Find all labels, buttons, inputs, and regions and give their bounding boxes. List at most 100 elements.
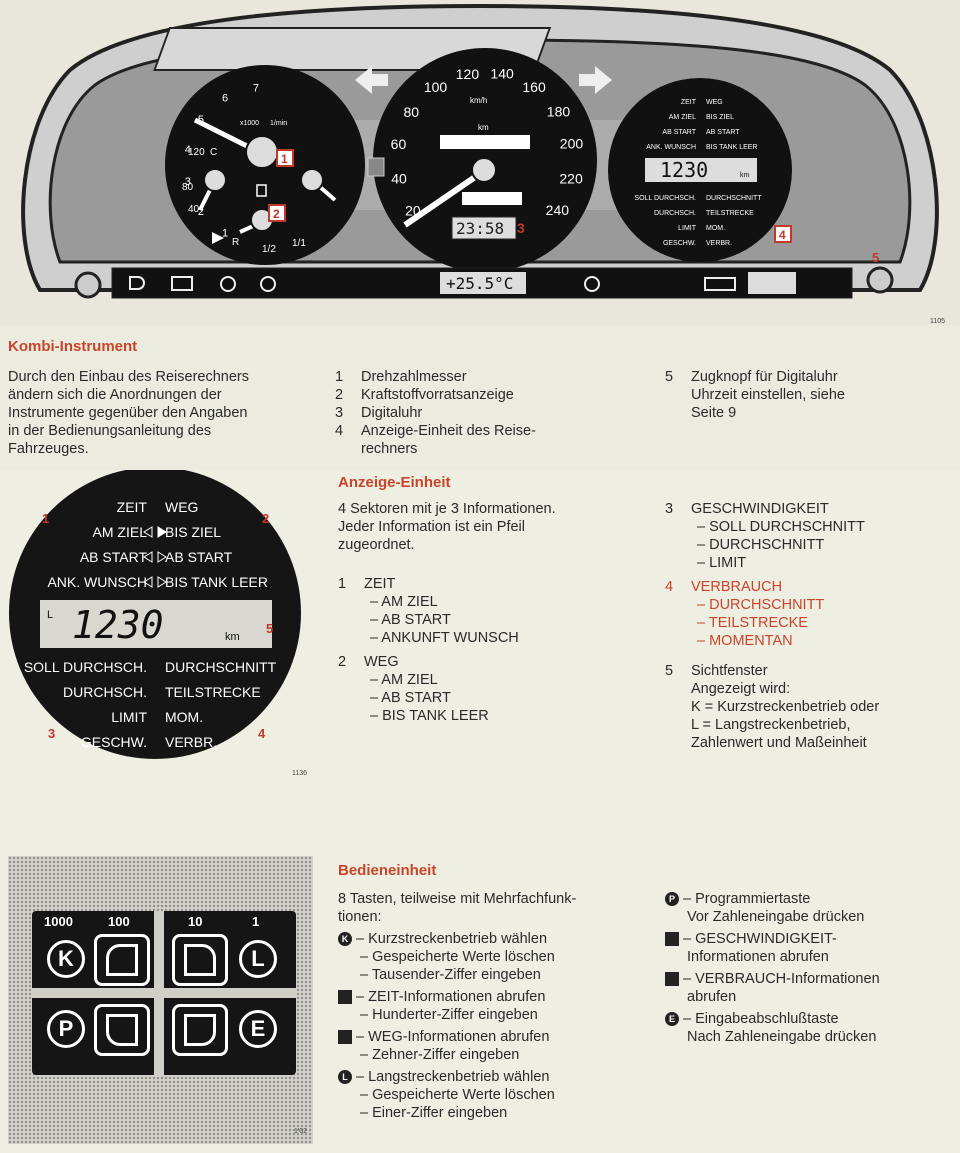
anzeige-group-spacer: [338, 725, 638, 731]
anzeige-group-sub: – AB START: [370, 612, 451, 628]
comp-right-bot-2: MOM.: [706, 225, 725, 232]
bedien-item-l: L– Langstreckenbetrieb wählen– Gespeiche…: [338, 1068, 648, 1122]
kombi-item-5-row: Uhrzeit einstellen, siehe: [665, 386, 955, 404]
callout-5: 5: [872, 250, 879, 265]
anzeige-group-sub: – LIMIT: [697, 555, 747, 571]
anzeige-intro-line: 4 Sektoren mit je 3 Informationen.: [338, 501, 556, 517]
bedien-item-text: abrufen: [687, 989, 737, 1005]
bedien-item-text: Nach Zahleneingabe drücken: [687, 1029, 877, 1045]
big-left-bot-1: DURCHSCH.: [63, 684, 147, 700]
anzeige-title: Anzeige-Einheit: [338, 474, 451, 491]
anzeige-group-number: 1: [338, 576, 347, 592]
comp-left-top-3: ANK. WUNSCH: [646, 144, 696, 151]
hatched-zone: [367, 157, 385, 177]
key-l[interactable]: L: [230, 934, 286, 984]
anzeige-intro-line: Jeder Information ist ein Pfeil: [338, 519, 525, 535]
bedien-item-row: – GESCHWINDIGKEIT-: [665, 930, 955, 948]
arrow-left-icon: [143, 526, 153, 538]
bedien-item-text: – Eingabeabschlußtaste: [683, 1011, 839, 1027]
speed-tick-160: 160: [522, 79, 546, 95]
speed-tick-120: 120: [456, 66, 480, 82]
bedien-item-text: Vor Zahleneingabe drücken: [687, 909, 865, 925]
big-left-bot-3: GESCHW.: [81, 734, 147, 750]
kombi-item-2-number: 2: [335, 387, 344, 403]
key-p-label: P: [47, 1010, 85, 1048]
clock-knob[interactable]: [866, 266, 894, 294]
callout-1: 1: [281, 152, 288, 166]
kombi-intro-line: ändern sich die Anordnungen der: [8, 387, 222, 403]
bedien-item-row: – ZEIT-Informationen abrufen: [338, 988, 648, 1006]
arrow-right-icon: [157, 526, 167, 538]
big-left-top-0: ZEIT: [117, 499, 148, 515]
comp-left-bot-1: DURCHSCH.: [654, 210, 696, 217]
bedien-item-text: – ZEIT-Informationen abrufen: [356, 989, 546, 1005]
big-right-top-2: AB START: [165, 549, 233, 565]
bedien-item-row: – Gespeicherte Werte löschen: [338, 1086, 648, 1104]
anzeige-group-sub: – BIS TANK LEER: [370, 708, 489, 724]
big-right-bot-2: MOM.: [165, 709, 203, 725]
big-left-top-2: AB START: [80, 549, 148, 565]
computer-display: [645, 158, 757, 182]
comp-right-top-3: BIS TANK LEER: [706, 144, 757, 151]
key-e[interactable]: E: [230, 1004, 286, 1054]
temp-unit: C: [210, 147, 217, 158]
bedien-title: Bedieneinheit: [338, 862, 437, 879]
big-left-top-1: AM ZIEL: [93, 524, 148, 540]
figure-number-1136: 1136: [292, 770, 307, 777]
big-left-bot-2: LIMIT: [111, 709, 147, 725]
weg-icon: [338, 1030, 352, 1045]
kombi-item-3-number: 3: [335, 405, 344, 421]
speed-tick-100: 100: [424, 79, 448, 95]
key-geschw[interactable]: [94, 1004, 150, 1056]
bedien-item-text: – GESCHWINDIGKEIT-: [683, 931, 837, 947]
trip-odometer: [462, 192, 522, 205]
speed-tick-80: 80: [403, 104, 419, 120]
key-verbr[interactable]: [172, 1004, 228, 1056]
keypad-figure: 1000 100 10 1 K L P E 1'02: [8, 856, 313, 1144]
bedien-item-row: Vor Zahleneingabe drücken: [665, 908, 955, 926]
tacho-tick-2: 2: [198, 206, 204, 218]
anzeige-group-sub: – AM ZIEL: [370, 594, 438, 610]
verbr-icon: [184, 1014, 216, 1046]
comp-left-bot-0: SOLL DURCHSCH.: [634, 195, 696, 202]
key-weg[interactable]: [172, 934, 228, 986]
comp-left-bot-3: GESCHW.: [663, 240, 696, 247]
bedien-item-text: – WEG-Informationen abrufen: [356, 1029, 550, 1045]
bedien-item-text: – Zehner-Ziffer eingeben: [360, 1047, 520, 1063]
clock-value: 23:58: [456, 219, 504, 238]
comp-right-top-2: AB START: [706, 129, 740, 136]
callout-4-box: [774, 225, 792, 243]
key-zeit[interactable]: [94, 934, 150, 986]
weg-icon: [184, 944, 216, 976]
bedien-item-text: – Hunderter-Ziffer eingeben: [360, 1007, 538, 1023]
comp-right-bot-3: VERBR.: [706, 240, 732, 247]
anzeige-group-sub: – TEILSTRECKE: [697, 615, 808, 631]
engine-icon: [704, 277, 736, 291]
bedien-item-text: – Langstreckenbetrieb wählen: [356, 1069, 550, 1085]
bedien-item-row: – VERBRAUCH-Informationen: [665, 970, 955, 988]
anzeige-group-sub: – DURCHSCHNITT: [697, 537, 825, 553]
kombi-intro-line: Instrumente gegenüber den Angaben: [8, 405, 248, 421]
bedien-item-row: K– Kurzstreckenbetrieb wählen: [338, 930, 648, 948]
anzeige-group-label: VERBRAUCH: [691, 579, 783, 595]
arrow-right-icon: [157, 576, 167, 588]
left-knob[interactable]: [74, 271, 102, 299]
arrow-left-icon: [143, 551, 153, 563]
zeit-icon: [338, 990, 352, 1005]
bedien-item-k: K– Kurzstreckenbetrieb wählen– Gespeiche…: [338, 930, 648, 984]
key-k[interactable]: K: [38, 934, 94, 984]
comp-left-top-1: AM ZIEL: [669, 114, 696, 121]
key-p[interactable]: P: [38, 1004, 94, 1054]
figure-number-1105: 1105: [930, 318, 945, 325]
bedien-item-text: Informationen abrufen: [687, 949, 829, 965]
bedien-intro-line: 8 Tasten, teilweise mit Mehrfachfunk-: [338, 891, 577, 907]
